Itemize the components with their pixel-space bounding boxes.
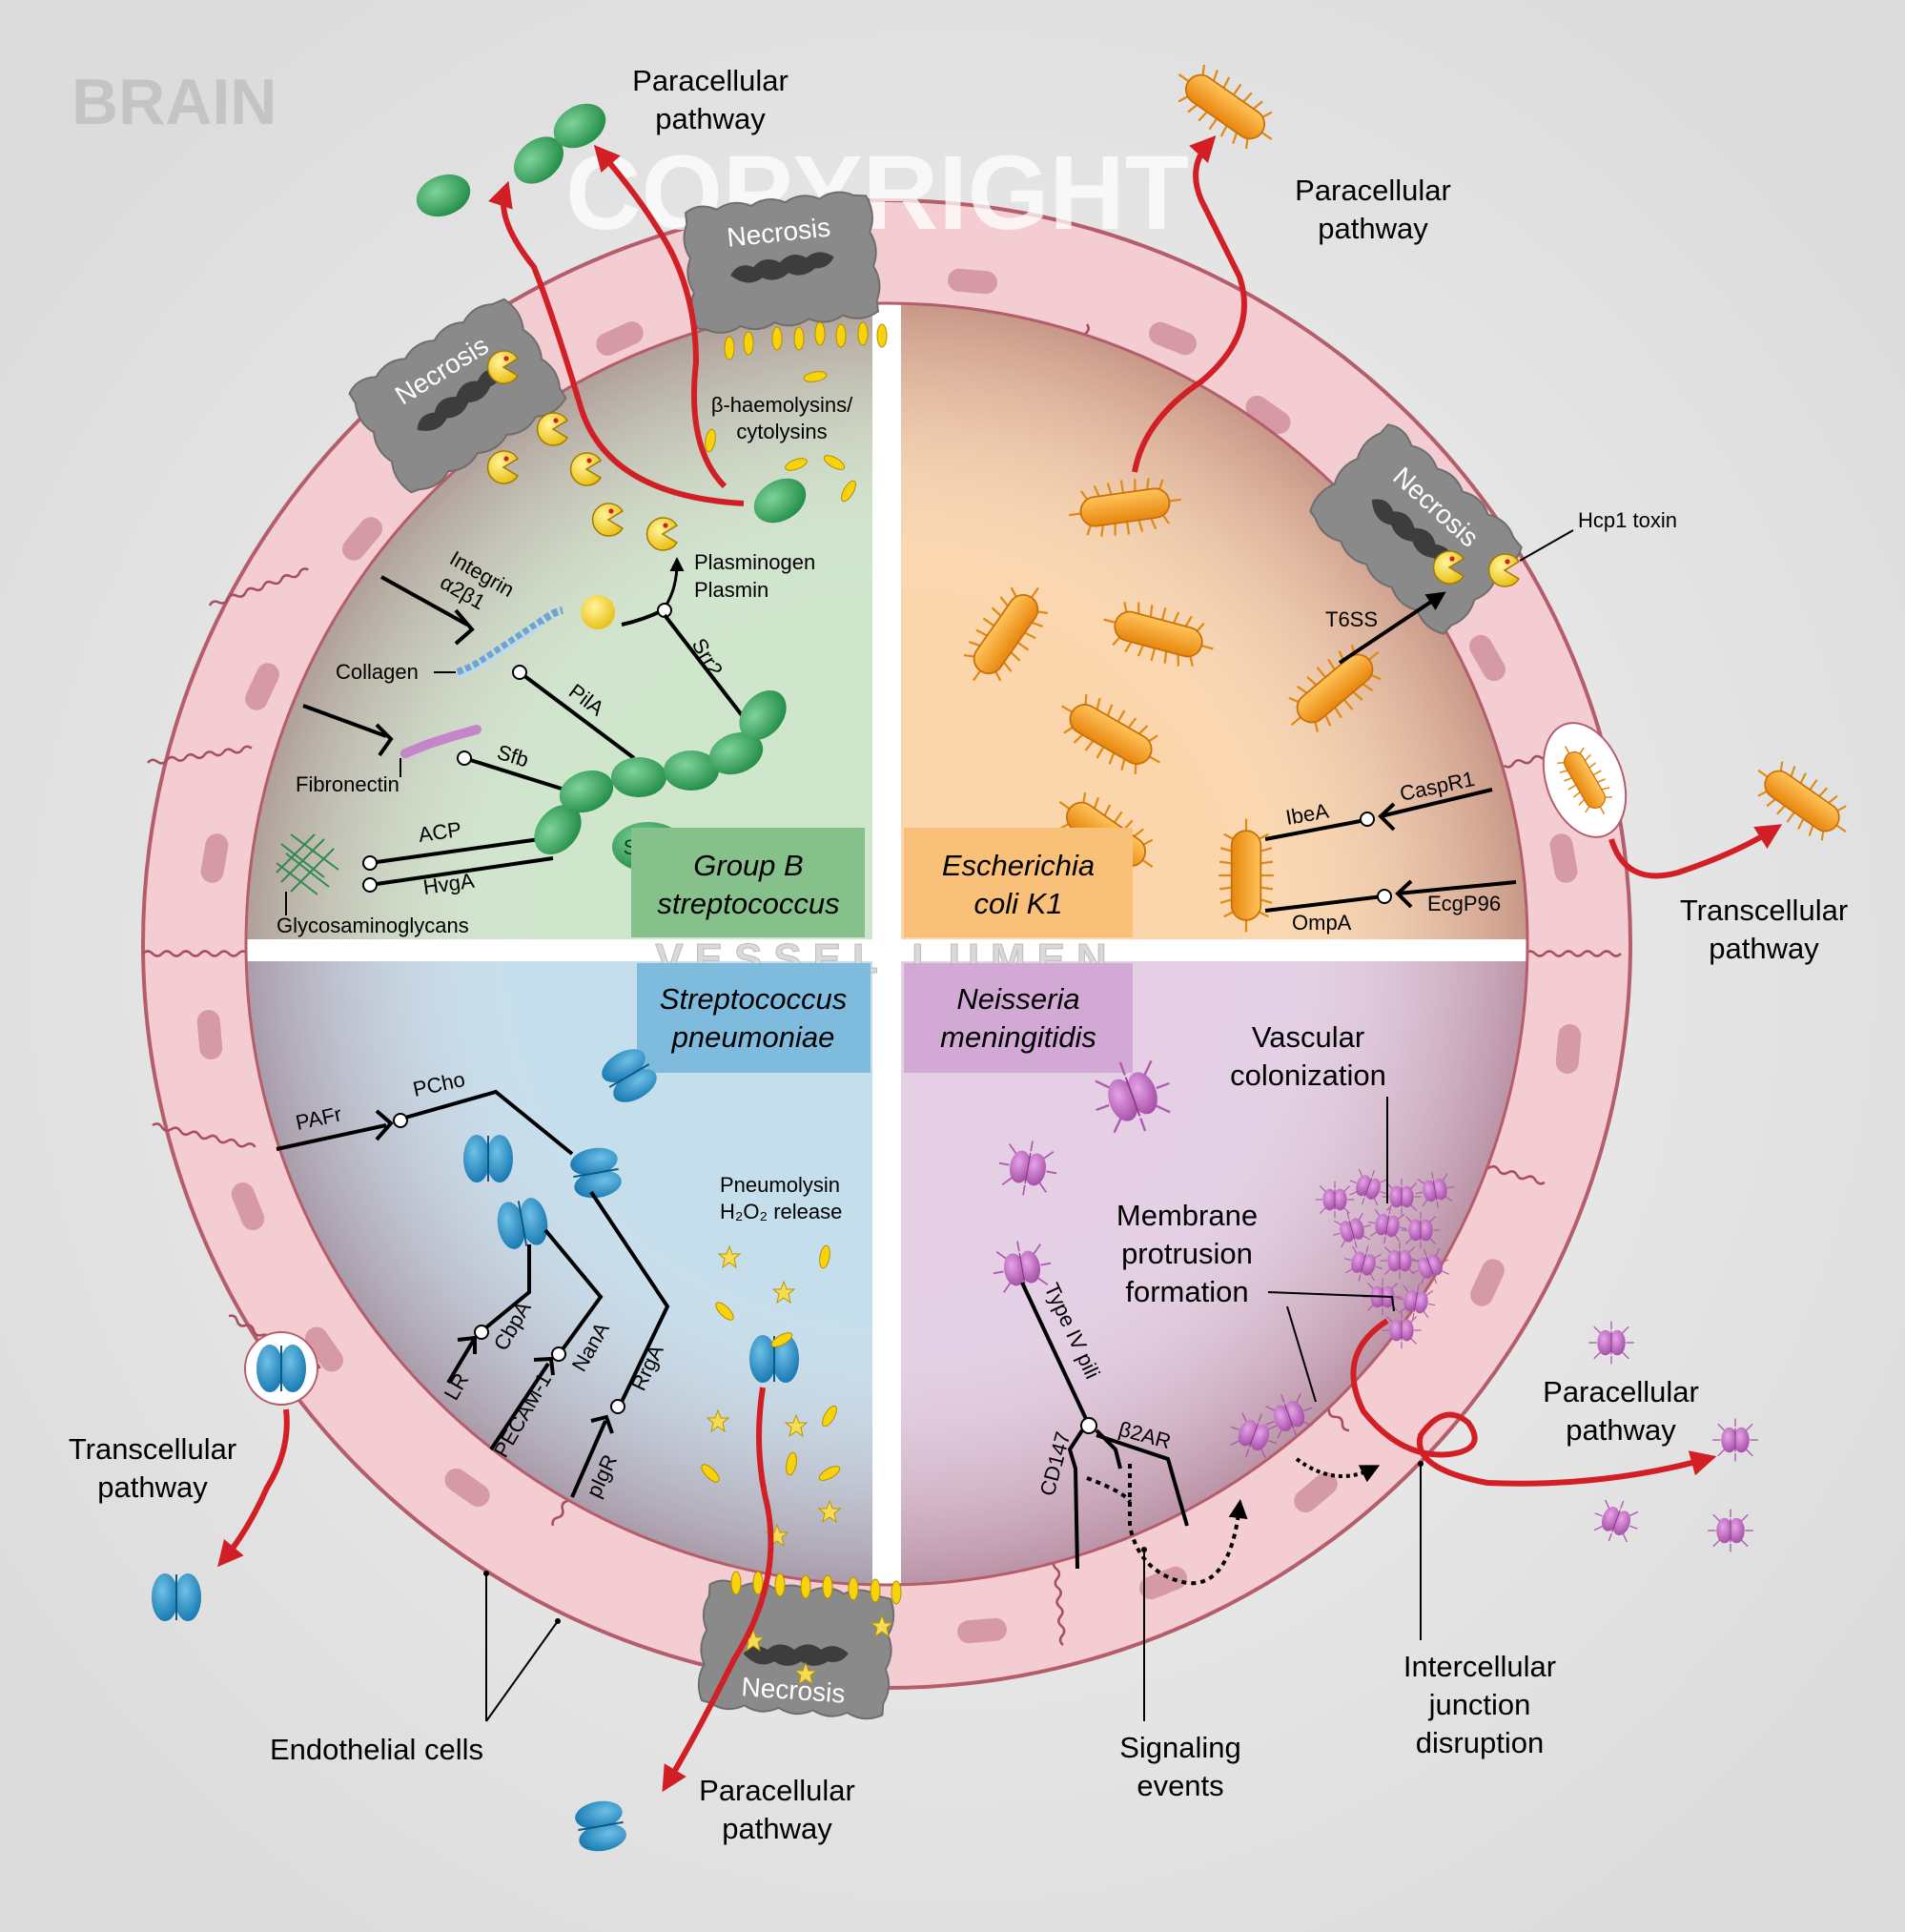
ecoli-quadrant: T6SS Hcp1 toxin IbeA CaspR1 OmpA EcgP96 …	[904, 471, 1677, 937]
collagen-label: Collagen	[336, 660, 419, 684]
glycosaminoglycans-mesh	[276, 833, 339, 895]
necrosis-patch-top: Necrosis	[680, 187, 884, 338]
haemolysins-label-1: β-haemolysins/	[711, 393, 853, 417]
neisseria-paracellular-label-2: pathway	[1566, 1413, 1676, 1447]
copyright-watermark: COPYRIGHT	[565, 134, 1189, 252]
vascular-label-1: Vascular	[1252, 1020, 1364, 1054]
junction-label-1: Intercellular	[1403, 1650, 1556, 1683]
pneumo-paracellular-label-1: Paracellular	[699, 1774, 855, 1807]
ecoli-transcellular-label-2: pathway	[1709, 932, 1819, 965]
pneumolysin-label: Pneumolysin	[720, 1173, 840, 1197]
membrane-label-2: protrusion	[1121, 1237, 1253, 1270]
junction-label-2: junction	[1428, 1688, 1531, 1721]
pneumo-transcellular-label-2: pathway	[97, 1470, 208, 1504]
acp-label: ACP	[417, 817, 462, 847]
gbs-paracellular-label-2: pathway	[655, 102, 766, 135]
ecoli-paracellular-label-1: Paracellular	[1295, 174, 1451, 207]
ecoli-label-box	[904, 828, 1133, 937]
membrane-label-3: formation	[1125, 1275, 1248, 1308]
endothelial-cells-label: Endothelial cells	[270, 1733, 483, 1766]
plasminogen-label-1: Plasminogen	[694, 550, 815, 574]
signaling-label-1: Signaling	[1119, 1731, 1241, 1764]
pneumo-label-box	[637, 963, 871, 1073]
membrane-label-1: Membrane	[1116, 1199, 1258, 1232]
gbs-title-1: Group B	[693, 849, 803, 882]
neisseria-paracellular-label-1: Paracellular	[1543, 1375, 1699, 1408]
junction-label-3: disruption	[1416, 1726, 1544, 1759]
pneumo-title-2: pneumoniae	[671, 1020, 835, 1054]
signaling-label-2: events	[1137, 1769, 1223, 1802]
brain-label: BRAIN	[72, 66, 277, 138]
collagen-fiber	[456, 606, 563, 679]
hcp1-label: Hcp1 toxin	[1578, 508, 1677, 532]
ecoli-transcellular-label-1: Transcellular	[1680, 894, 1848, 927]
t6ss-label: T6SS	[1325, 607, 1378, 631]
neisseria-title-1: Neisseria	[956, 982, 1079, 1016]
h2o2-label: H₂O₂ release	[720, 1200, 842, 1223]
endothelial-nuclei	[196, 268, 1582, 1644]
fibronectin-strand	[400, 725, 481, 758]
neisseria-label-box	[904, 963, 1133, 1073]
neisseria-title-2: meningitidis	[940, 1020, 1096, 1054]
ecgp96-label: EcgP96	[1427, 892, 1501, 915]
ecoli-paracellular-label-2: pathway	[1318, 212, 1428, 245]
plasminogen-label-2: Plasmin	[694, 578, 768, 602]
gbs-label-box	[631, 828, 865, 937]
ecoli-title-1: Escherichia	[942, 849, 1095, 882]
pneumo-title-1: Streptococcus	[660, 982, 847, 1016]
pneumo-paracellular-label-2: pathway	[722, 1812, 832, 1845]
haemolysins-label-2: cytolysins	[736, 420, 827, 443]
gbs-title-2: streptococcus	[657, 887, 839, 920]
necrosis-patch-bottom: Necrosis	[696, 1578, 896, 1721]
fibronectin-label: Fibronectin	[296, 772, 399, 796]
glycosaminoglycans-label: Glycosaminoglycans	[277, 914, 469, 937]
ompa-label: OmpA	[1292, 911, 1352, 935]
vascular-label-2: colonization	[1230, 1058, 1386, 1092]
pneumo-transcellular-label-1: Transcellular	[69, 1432, 236, 1466]
gbs-paracellular-label-1: Paracellular	[632, 64, 789, 97]
necrosis-label: Necrosis	[741, 1672, 847, 1709]
ecoli-title-2: coli K1	[973, 887, 1062, 920]
